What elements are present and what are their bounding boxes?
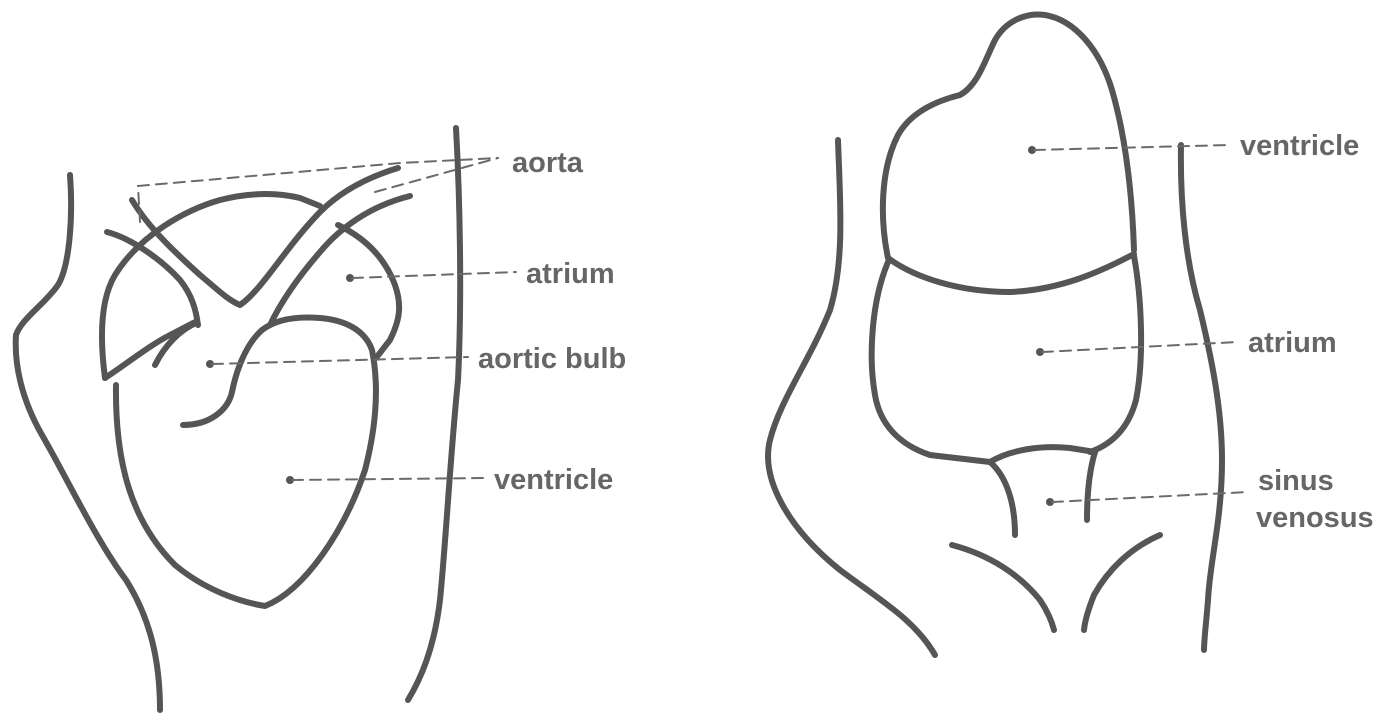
label-left-atrium: atrium bbox=[526, 258, 615, 290]
right-atrium-sinus-border bbox=[990, 447, 1095, 462]
right-ventricle-outline bbox=[883, 14, 1134, 258]
label-right-sinus-venosus-line2: venosus bbox=[1256, 502, 1374, 534]
right-ventricle-atrium-septum bbox=[888, 254, 1134, 292]
label-right-ventricle: ventricle bbox=[1240, 130, 1359, 162]
left-aorta-right-arch-outer bbox=[270, 196, 410, 325]
label-right-sinus-venosus-line1: sinus bbox=[1258, 465, 1334, 497]
right-sinus-venosus-right bbox=[1087, 452, 1095, 520]
left-body-wall-right bbox=[408, 128, 460, 700]
left-aortic-bulb-inner bbox=[183, 330, 262, 425]
left-aorta-left-arch-outer bbox=[107, 232, 198, 325]
right-body-wall-left bbox=[768, 140, 935, 655]
left-atrium-leader bbox=[352, 272, 516, 278]
right-atrium-outline-right bbox=[1090, 256, 1141, 452]
right-duct-right bbox=[1084, 535, 1160, 630]
left-body-wall-outer-left bbox=[16, 175, 160, 710]
right-heart-figure bbox=[768, 14, 1222, 655]
label-left-ventricle: ventricle bbox=[494, 464, 613, 496]
right-body-wall-right bbox=[1181, 145, 1222, 650]
left-aortic-bulb-leader bbox=[212, 357, 468, 364]
right-sinus-venosus-left bbox=[990, 462, 1015, 535]
right-duct-left bbox=[952, 545, 1054, 630]
left-ventricle-leader bbox=[292, 478, 484, 480]
right-ventricle-leader bbox=[1034, 145, 1230, 150]
label-right-atrium: atrium bbox=[1248, 327, 1337, 359]
label-left-aorta: aorta bbox=[512, 147, 584, 179]
left-heart-figure bbox=[16, 128, 460, 710]
label-left-aortic-bulb: aortic bulb bbox=[478, 343, 626, 375]
